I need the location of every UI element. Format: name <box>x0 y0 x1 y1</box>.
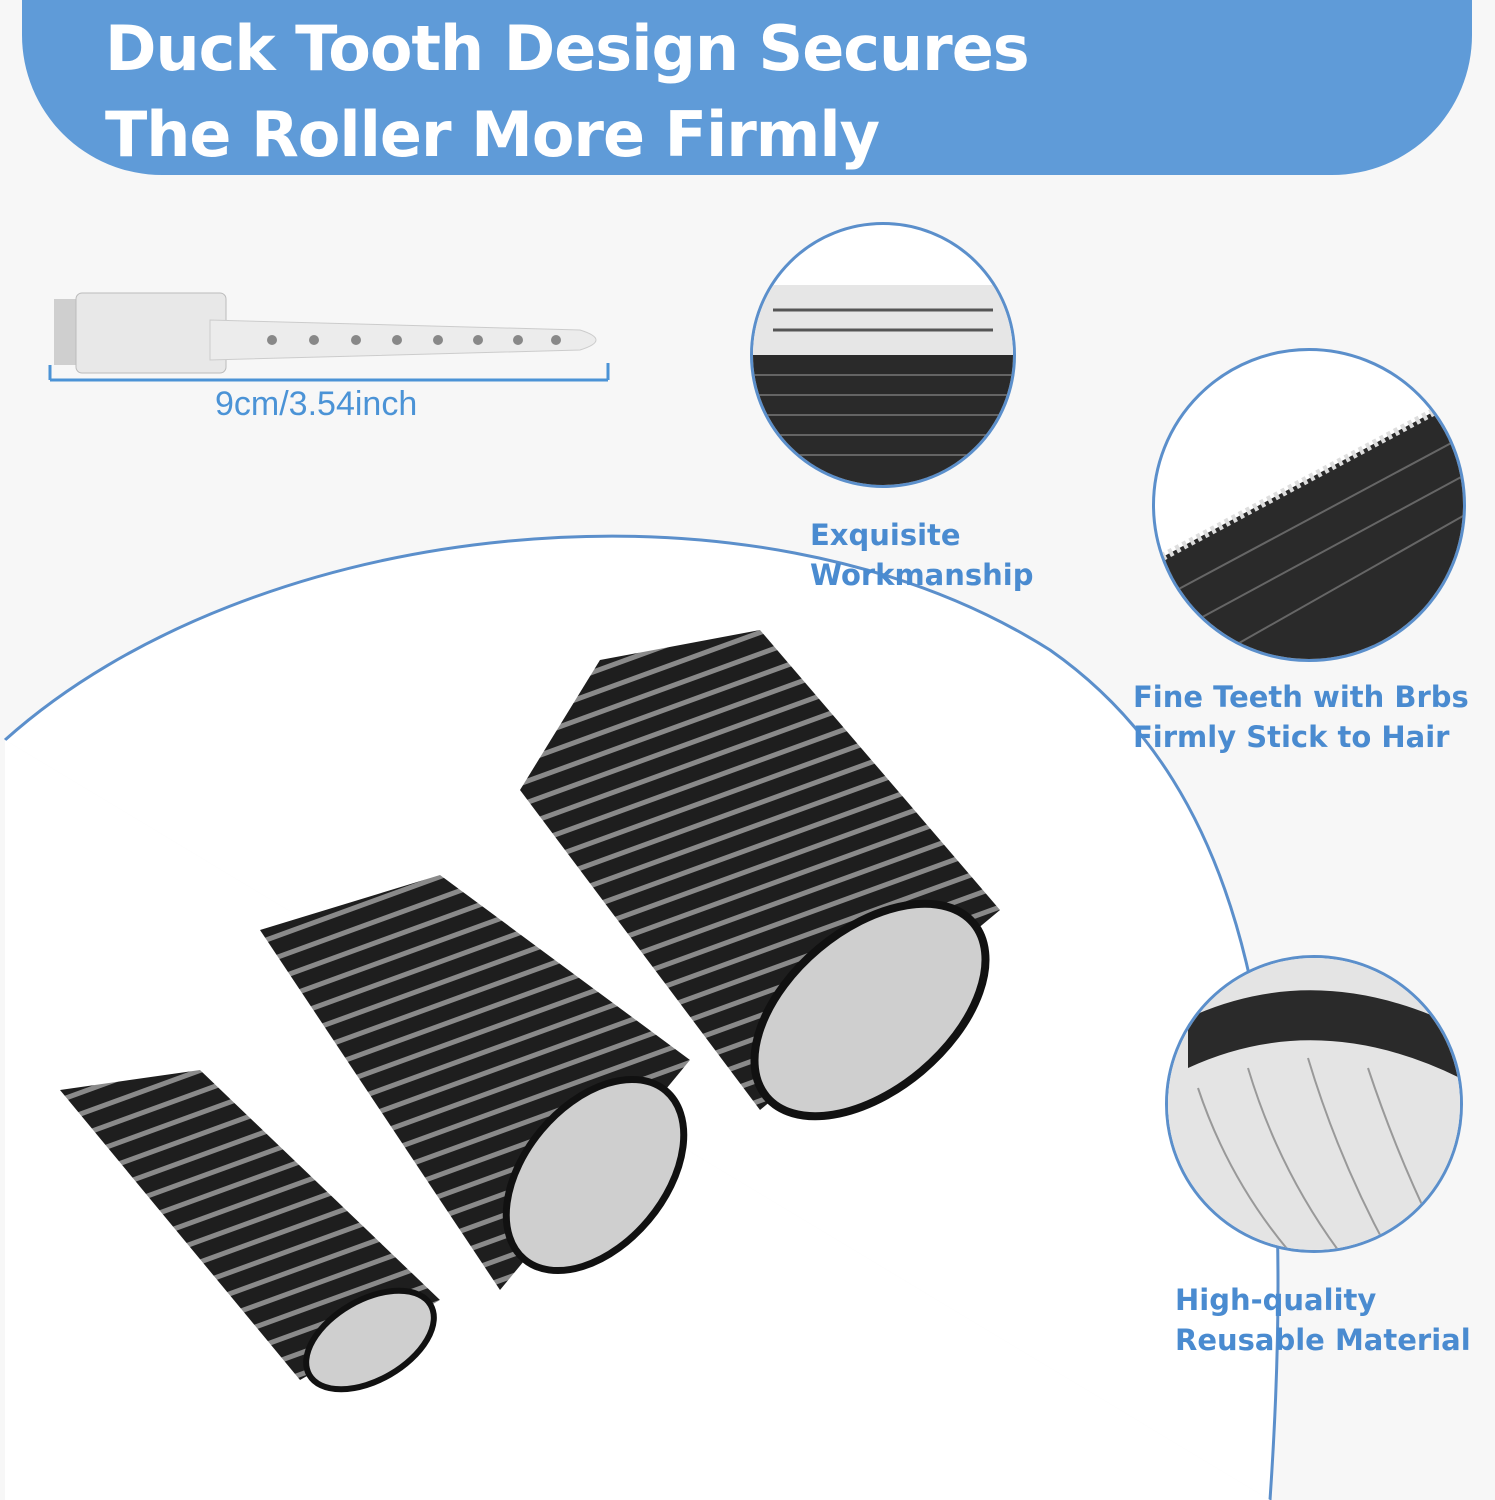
hair-clip-image <box>48 292 610 382</box>
feature-image-teeth <box>1152 348 1466 662</box>
feature-image-workmanship <box>750 222 1016 488</box>
headline-line-1: Duck Tooth Design Secures <box>105 12 1030 85</box>
clip-measurement: 9cm/3.54inch <box>215 385 418 423</box>
roller-medium <box>260 875 690 1290</box>
roller-large <box>520 630 1000 1121</box>
headline-line-2: The Roller More Firmly <box>105 98 880 171</box>
roller-small <box>60 1070 440 1393</box>
hair-rollers-image <box>60 630 1000 1393</box>
headline: Duck Tooth Design Secures The Roller Mor… <box>105 6 1030 178</box>
feature-image-material <box>1165 955 1463 1253</box>
headline-banner <box>22 0 1472 175</box>
